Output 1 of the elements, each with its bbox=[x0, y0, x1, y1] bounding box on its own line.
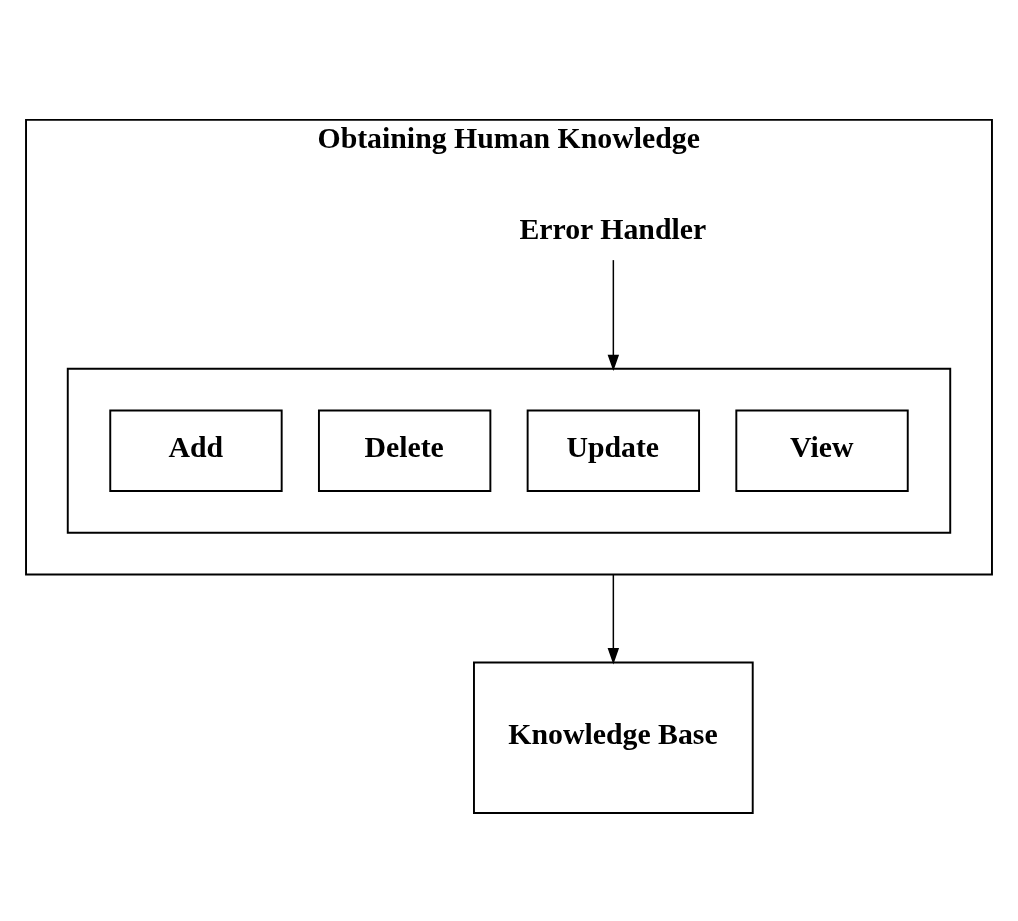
node-text: Error Handler bbox=[519, 212, 707, 246]
